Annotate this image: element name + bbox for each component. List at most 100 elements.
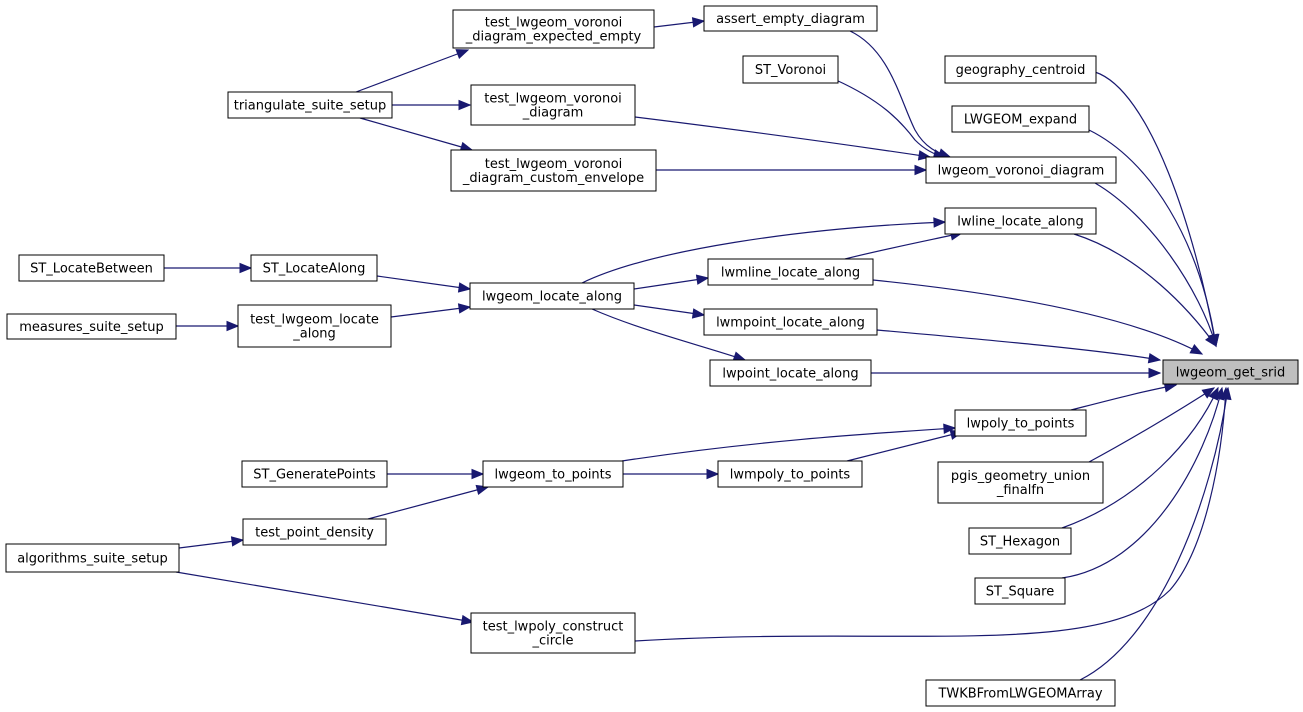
node-ST_Square[interactable]: ST_Square [974,577,1066,605]
node-box [6,313,177,340]
edge-arrowhead [1205,333,1217,348]
node-lwgeom_locate_along[interactable]: lwgeom_locate_along [469,282,635,310]
node-box [482,460,624,488]
edge-ST_LocateAlong-to-lwgeom_locate_along [376,275,472,293]
node-box [241,460,388,488]
edge-line [175,571,474,623]
node-label: test_lwgeom_voronoi [484,92,622,107]
node-ST_Voronoi[interactable]: ST_Voronoi [742,55,839,84]
node-box [944,55,1097,84]
edge-algorithms_suite_setup-to-test_lwpoly_construct_circle [175,571,475,626]
edge-arrowhead [943,423,957,434]
node-ST_LocateBetween[interactable]: ST_LocateBetween [18,254,165,282]
edge-test_lwgeom_voronoi_diagram_custom_envelope-to-lwgeom_voronoi_diagram [656,164,928,176]
node-label: ST_Square [986,585,1054,600]
edge-assert_empty_diagram-to-lwgeom_voronoi_diagram [849,30,952,159]
node-label: lwgeom_voronoi_diagram [938,164,1105,179]
node-label: lwgeom_locate_along [482,290,622,305]
node-measures_suite_setup[interactable]: measures_suite_setup [6,313,177,340]
node-pgis_geometry_union_finalfn[interactable]: pgis_geometry_union_finalfn [937,461,1104,504]
edge-arrowhead [458,99,472,111]
edge-arrowhead [706,468,720,480]
edge-line [1088,129,1217,347]
node-test_lwgeom_locate_along[interactable]: test_lwgeom_locate_along [237,304,392,348]
node-label: _diagram [522,106,584,121]
edge-line [633,277,709,290]
edge-test_lwgeom_voronoi_diagram-to-lwgeom_voronoi_diagram [634,116,932,161]
edge-arrowhead [1201,387,1216,399]
node-geography_centroid[interactable]: geography_centroid [944,55,1097,84]
edge-line [376,275,471,290]
node-lwmpoly_to_points[interactable]: lwmpoly_to_points [717,460,863,488]
edge-arrowhead [230,536,245,547]
edge-lwgeom_to_points-to-lwmpoly_to_points [623,468,720,480]
node-box [925,679,1116,707]
edge-test_lwgeom_voronoi_diagram_expected_empty-to-assert_empty_diagram [653,17,706,28]
node-label: test_lwgeom_voronoi [485,157,623,172]
node-lwpoint_locate_along[interactable]: lwpoint_locate_along [709,359,872,387]
node-lwpoly_to_points[interactable]: lwpoly_to_points [954,409,1087,437]
node-label: _diagram_custom_envelope [462,171,644,186]
node-box [703,308,878,336]
node-test_lwgeom_voronoi_diagram_expected_empty[interactable]: test_lwgeom_voronoi_diagram_expected_emp… [452,9,655,49]
nodes-layer: lwgeom_get_srid geography_centroidLWGEOM_… [5,5,1299,707]
node-ST_LocateAlong[interactable]: ST_LocateAlong [250,254,378,282]
edge-lwmpoly_to_points-to-lwpoly_to_points [846,429,964,462]
edge-arrowhead [471,468,485,480]
node-lwgeom_to_points[interactable]: lwgeom_to_points [482,460,624,488]
node-algorithms_suite_setup[interactable]: algorithms_suite_setup [5,543,180,573]
node-label: lwpoly_to_points [967,417,1075,432]
edge-line [1088,387,1215,463]
node-lwgeom_voronoi_diagram[interactable]: lwgeom_voronoi_diagram [925,156,1117,184]
node-box [242,518,387,546]
node-label: _finalfn [996,483,1044,498]
edge-arrowhead [1148,367,1162,379]
node-test_point_density[interactable]: test_point_density [242,518,387,546]
node-label: ST_GeneratePoints [253,468,376,483]
node-TWKBFromLWGEOMArray[interactable]: TWKBFromLWGEOMArray [925,679,1116,707]
node-lwgeom_get_srid[interactable]: lwgeom_get_srid [1162,359,1299,385]
edge-line [633,304,705,316]
node-label: lwmline_locate_along [721,266,860,281]
node-lwmpoint_locate_along[interactable]: lwmpoint_locate_along [703,308,878,336]
edge-test_lwpoly_construct_circle-to-lwgeom_get_srid [634,386,1231,642]
node-label: algorithms_suite_setup [17,552,168,567]
node-test_lwgeom_voronoi_diagram[interactable]: test_lwgeom_voronoi_diagram [470,84,636,126]
edge-lwgeom_locate_along-to-lwmline_locate_along [633,274,710,290]
edge-line [1079,387,1229,681]
node-box [18,254,165,282]
node-box [925,156,1117,184]
edge-line [634,387,1227,642]
node-box [452,9,655,49]
node-triangulate_suite_setup[interactable]: triangulate_suite_setup [227,91,393,119]
node-box [709,359,872,387]
node-box [968,527,1072,555]
node-label: test_point_density [255,526,374,541]
edge-line [1061,387,1223,579]
edge-line [1094,182,1217,347]
node-ST_GeneratePoints[interactable]: ST_GeneratePoints [241,460,388,488]
edge-TWKBFromLWGEOMArray-to-lwgeom_get_srid [1079,386,1232,681]
node-lwline_locate_along[interactable]: lwline_locate_along [944,207,1097,235]
node-test_lwpoly_construct_circle[interactable]: test_lwpoly_construct_circle [470,612,636,654]
node-label: triangulate_suite_setup [234,99,387,114]
edge-line [367,486,489,520]
edge-line [1073,233,1217,347]
node-assert_empty_diagram[interactable]: assert_empty_diagram [703,5,878,32]
edge-ST_Hexagon-to-lwgeom_get_srid [1061,386,1219,529]
node-LWGEOM_expand[interactable]: LWGEOM_expand [951,105,1090,133]
edge-lwmpoint_locate_along-to-lwgeom_get_srid [876,329,1162,364]
node-test_lwgeom_voronoi_diagram_custom_envelope[interactable]: test_lwgeom_voronoi_diagram_custom_envel… [450,149,657,192]
edge-arrowhead [914,164,928,176]
edge-line [1061,387,1219,529]
edge-line [634,116,931,158]
node-lwmline_locate_along[interactable]: lwmline_locate_along [707,258,874,286]
edge-lwmline_locate_along-to-lwgeom_get_srid [872,279,1204,355]
edge-triangulate_suite_setup-to-test_lwgeom_voronoi_diagram_expected_empty [355,49,470,93]
edge-lwline_locate_along-to-lwgeom_get_srid [1073,233,1217,348]
node-box [742,55,839,84]
node-ST_Hexagon[interactable]: ST_Hexagon [968,527,1072,555]
edge-line [359,117,473,151]
edge-arrowhead [691,17,706,28]
